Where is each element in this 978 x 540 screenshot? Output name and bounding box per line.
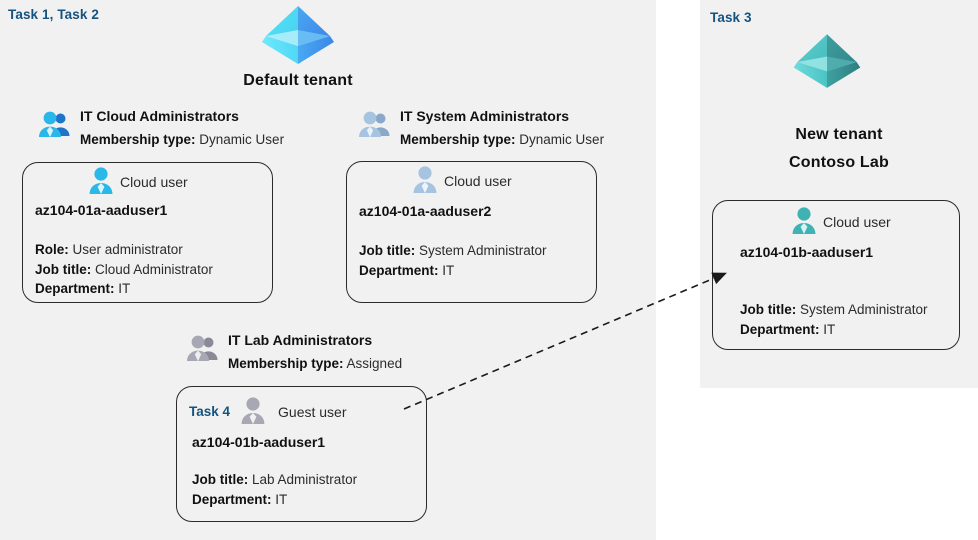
attr-row: Department: IT (740, 320, 928, 340)
user-name: az104-01b-aaduser1 (740, 244, 874, 260)
user-card-header: Task 4 Guest user (189, 396, 347, 427)
user-card-new-tenant-aaduser1[interactable] (712, 200, 960, 350)
attr-label: Department: (35, 281, 115, 297)
attr-label: Department: (192, 491, 272, 507)
attr-row: Role: User administrator (35, 240, 213, 260)
attr-label: Role: (35, 242, 69, 257)
attr-row: Job title: Lab Administrator (192, 470, 357, 490)
attr-row: Department: IT (35, 279, 213, 299)
attr-value: System Administrator (419, 243, 547, 258)
user-card-header: Cloud user (88, 166, 188, 197)
attr-label: Job title: (359, 243, 416, 258)
attr-row: Department: IT (359, 261, 547, 281)
user-attributes: Job title: Lab Administrator Department:… (192, 470, 357, 509)
membership-label: Membership type: (400, 131, 516, 147)
group-membership: Membership type: Dynamic User (80, 132, 284, 147)
attr-value: User administrator (72, 242, 183, 257)
membership-value: Dynamic User (519, 131, 605, 147)
group-it-lab-administrators: IT Lab Administrators Membership type: A… (186, 330, 402, 375)
group-users-icon (186, 334, 220, 369)
attr-label: Job title: (192, 472, 249, 487)
group-name: IT Cloud Administrators (80, 108, 239, 124)
user-name: az104-01a-aaduser1 (35, 202, 168, 218)
group-users-icon (358, 110, 392, 145)
group-it-cloud-administrators: IT Cloud Administrators Membership type:… (38, 106, 284, 151)
attr-row: Department: IT (192, 490, 357, 510)
group-name: IT System Administrators (400, 108, 570, 124)
user-card-header: Cloud user (412, 165, 512, 196)
attr-row: Job title: Cloud Administrator (35, 260, 213, 280)
task-label-card: Task 4 (189, 404, 231, 419)
user-type-label: Guest user (278, 403, 347, 420)
group-users-icon (38, 110, 72, 145)
task-label-left: Task 1, Task 2 (8, 7, 99, 22)
attr-value: Cloud Administrator (95, 261, 213, 277)
membership-label: Membership type: (228, 355, 344, 371)
membership-value: Assigned (346, 355, 403, 371)
group-membership: Membership type: Assigned (228, 356, 402, 371)
user-type-label: Cloud user (444, 172, 512, 189)
cloud-user-icon (412, 165, 438, 196)
group-name: IT Lab Administrators (228, 332, 373, 348)
default-tenant-label: Default tenant (243, 72, 353, 89)
membership-label: Membership type: (80, 131, 196, 147)
new-tenant-label-line2: Contoso Lab (789, 154, 889, 171)
cloud-user-icon (88, 166, 114, 197)
attr-row: Job title: System Administrator (740, 300, 928, 320)
attr-value: IT (823, 321, 836, 337)
attr-value: IT (118, 281, 131, 297)
attr-row: Job title: System Administrator (359, 241, 547, 261)
user-attributes: Job title: System Administrator Departme… (359, 241, 547, 280)
group-it-system-administrators: IT System Administrators Membership type… (358, 106, 604, 151)
attr-value: IT (442, 262, 455, 278)
attr-label: Department: (740, 321, 820, 337)
user-attributes: Role: User administrator Job title: Clou… (35, 240, 213, 299)
user-card-guest-aaduser1[interactable] (176, 386, 427, 522)
group-membership: Membership type: Dynamic User (400, 132, 604, 147)
user-type-label: Cloud user (120, 173, 188, 190)
attr-label: Job title: (35, 261, 92, 277)
user-card-header: Cloud user (791, 206, 891, 237)
user-card-aaduser1[interactable] (22, 162, 273, 303)
user-attributes: Job title: System Administrator Departme… (740, 300, 928, 339)
cloud-user-icon (791, 206, 817, 237)
new-tenant-icon (790, 30, 864, 99)
attr-value: Lab Administrator (252, 472, 358, 487)
attr-value: IT (275, 491, 288, 507)
attr-label: Job title: (740, 302, 797, 317)
attr-label: Department: (359, 262, 439, 278)
user-type-label: Cloud user (823, 213, 891, 230)
membership-value: Dynamic User (199, 131, 285, 147)
user-name: az104-01b-aaduser1 (192, 434, 326, 450)
attr-value: System Administrator (800, 302, 928, 317)
task-label-right: Task 3 (710, 10, 752, 25)
guest-user-icon (240, 396, 266, 427)
user-name: az104-01a-aaduser2 (359, 203, 492, 219)
new-tenant-label-line1: New tenant (795, 126, 883, 143)
default-tenant-icon (258, 2, 338, 75)
